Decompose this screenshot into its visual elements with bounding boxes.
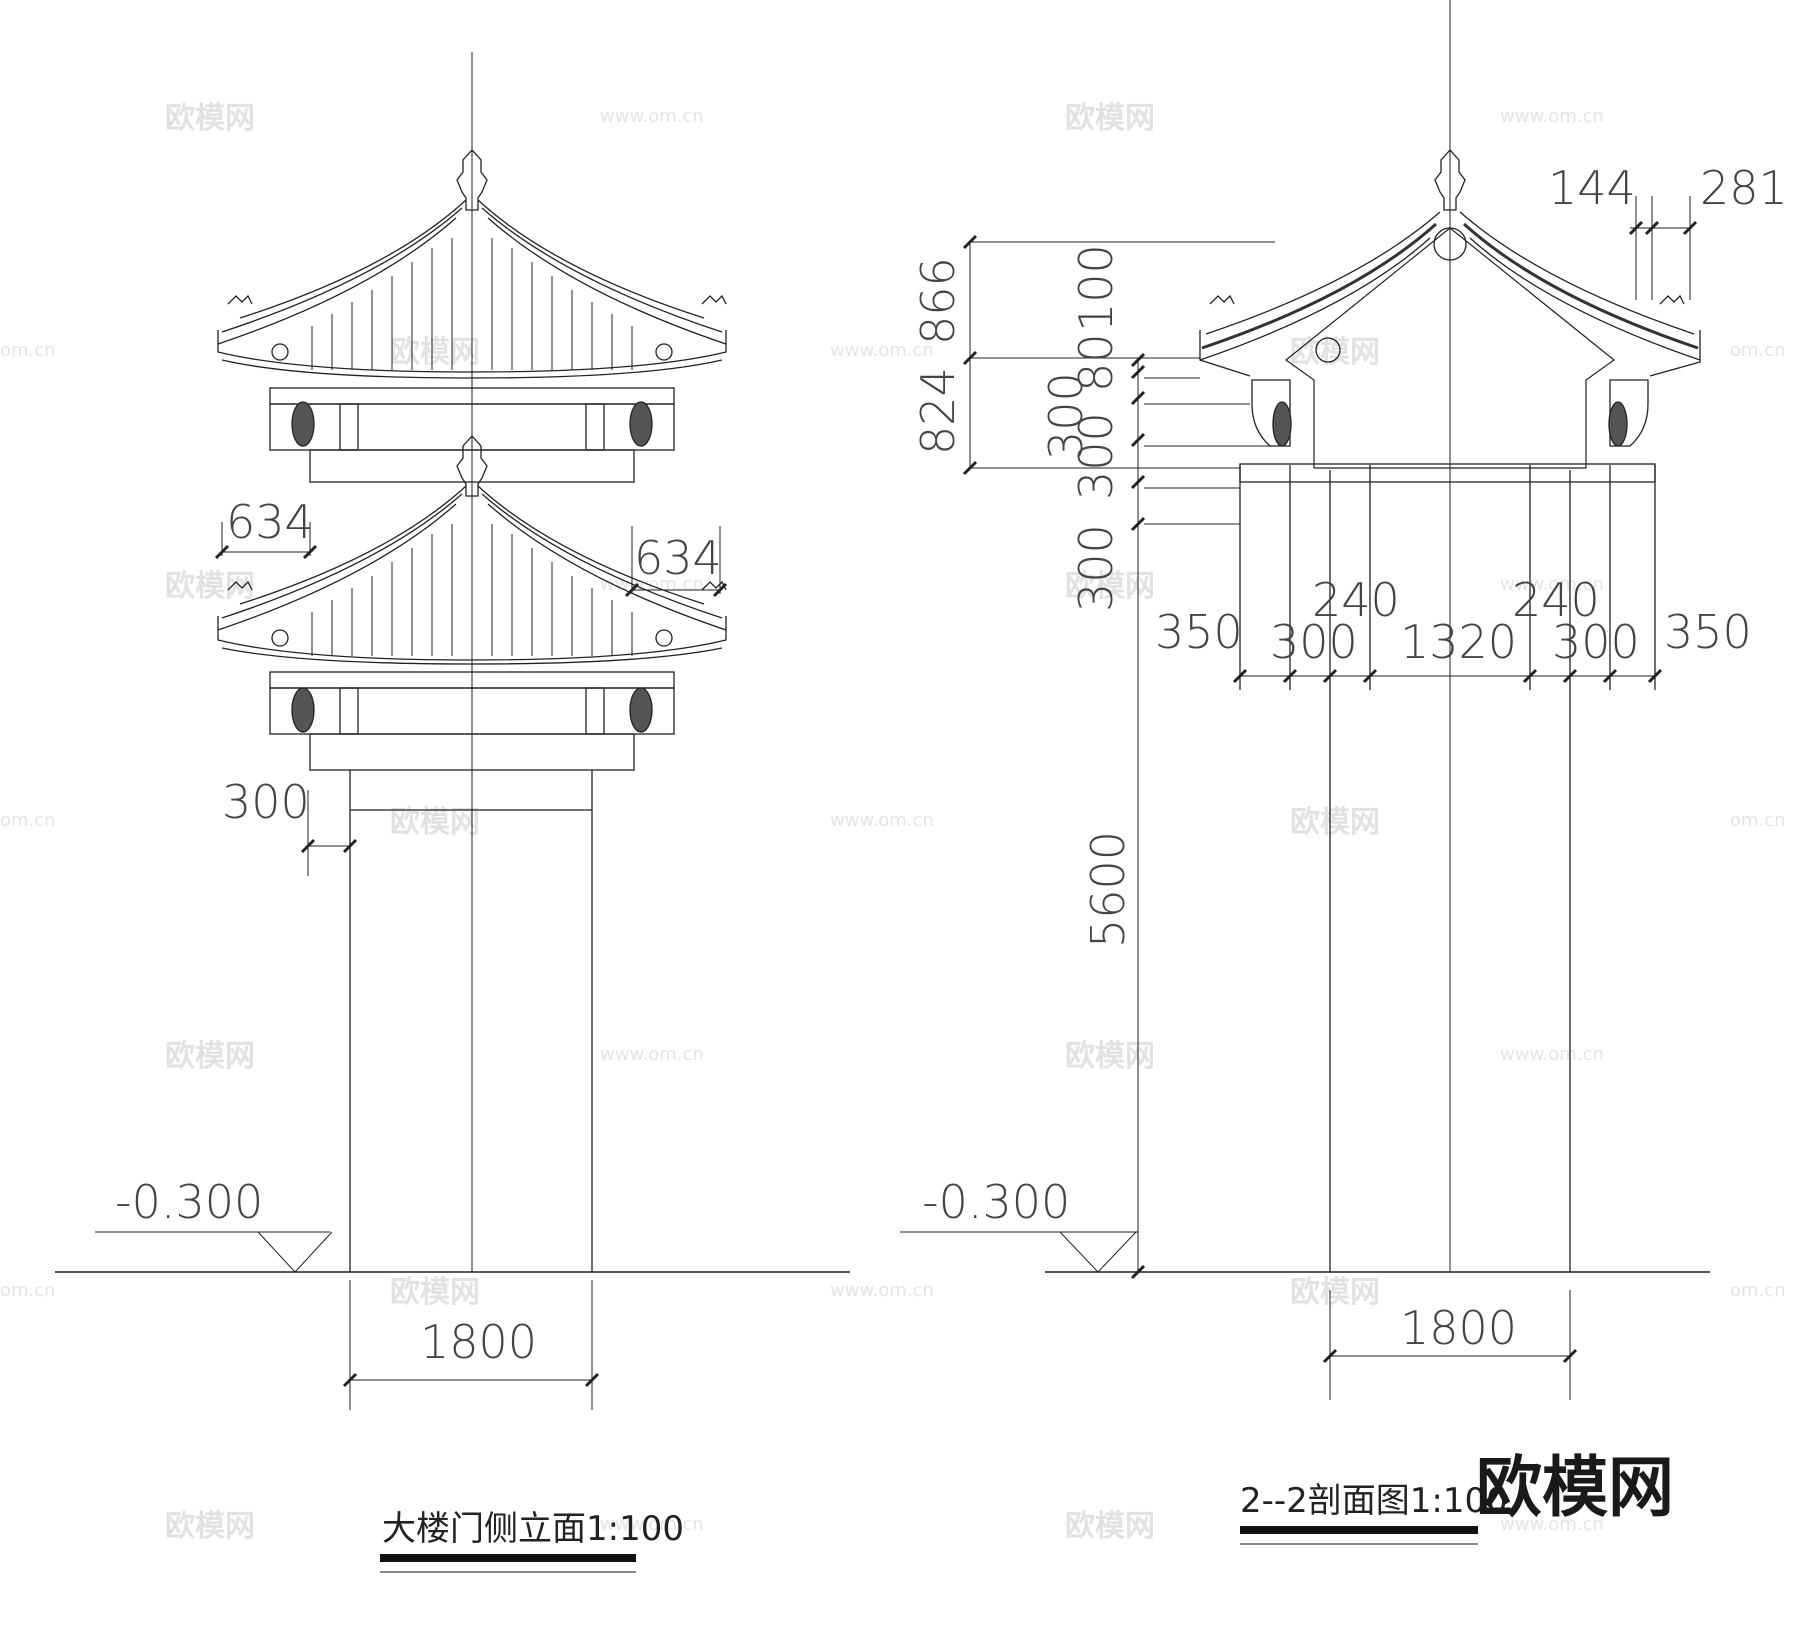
section-view	[900, 0, 1710, 1400]
watermark-url: www.om.cn	[830, 810, 934, 831]
elevation-title-block: 大楼门侧立面1:100	[380, 1509, 684, 1573]
lower-roof	[217, 435, 727, 665]
title-underline	[1240, 1526, 1478, 1534]
watermark-url: www.om.cn	[830, 1280, 934, 1301]
dim-300-a: 300	[1039, 372, 1093, 460]
watermark-brand: 欧模网	[165, 569, 255, 604]
dim-300-b: 300	[1069, 412, 1123, 500]
watermark-url: om.cn	[1730, 340, 1786, 361]
dim-1320: 1320	[1400, 615, 1517, 669]
watermark-brand: 欧模网	[1290, 1275, 1380, 1310]
watermark-url: om.cn	[1730, 1280, 1786, 1301]
dim-240-left: 240	[1312, 573, 1400, 627]
watermark-brand: 欧模网	[1065, 1509, 1155, 1544]
dim-width: 1800	[420, 1315, 537, 1369]
dim-300-right: 300	[1552, 615, 1640, 669]
watermark-brand: 欧模网	[165, 1039, 255, 1074]
watermark-url: www.om.cn	[830, 340, 934, 361]
dim-281: 281	[1700, 161, 1788, 215]
lower-bracket-band	[269, 671, 675, 811]
watermark-brand: 欧模网	[165, 101, 255, 136]
ridge-beast-icon	[1659, 294, 1685, 305]
watermark-brand: 欧模网	[1065, 1039, 1155, 1074]
level-mark: -0.300	[922, 1175, 1070, 1229]
dim-column: 300	[222, 775, 310, 829]
elevation-dim-labels: 634 634 300 1800 -0.300	[115, 495, 722, 1369]
dim-866: 866	[911, 257, 965, 345]
watermark-url: www.om.cn	[600, 1514, 704, 1535]
brand-logo: 欧模网	[1476, 1449, 1674, 1526]
dim-eave-left: 634	[226, 495, 314, 549]
dim-144: 144	[1548, 161, 1636, 215]
watermark-brand: 欧模网	[390, 335, 480, 370]
dim-824: 824	[911, 367, 965, 455]
watermark-url: www.om.cn	[1500, 574, 1604, 595]
section-dimensions	[900, 196, 1698, 1400]
watermark-brand: 欧模网	[390, 1275, 480, 1310]
elevation-dimensions	[95, 522, 728, 1410]
watermark-url: om.cn	[0, 340, 56, 361]
dim-100: 100	[1069, 244, 1123, 332]
dim-300-left: 300	[1270, 615, 1358, 669]
watermark-url: om.cn	[1730, 810, 1786, 831]
side-elevation	[55, 52, 850, 1410]
roof-finial	[1434, 149, 1466, 211]
section-brackets	[1239, 379, 1656, 483]
roof-finial	[456, 149, 488, 211]
upper-bracket-band	[269, 387, 675, 483]
watermark-brand: 欧模网	[1290, 805, 1380, 840]
watermark-url: www.om.cn	[1500, 1044, 1604, 1065]
dim-5600: 5600	[1081, 831, 1135, 948]
elevation-title: 大楼门侧立面1:100	[382, 1509, 684, 1549]
dim-width: 1800	[1400, 1301, 1517, 1355]
watermark-brand: 欧模网	[1065, 569, 1155, 604]
watermark-brand: 欧模网	[390, 805, 480, 840]
dim-eave-right: 634	[634, 531, 722, 585]
watermark-url: www.om.cn	[600, 106, 704, 127]
watermark-url: om.cn	[0, 1280, 56, 1301]
watermark-url: om.cn	[0, 810, 56, 831]
watermark-url: www.om.cn	[1500, 1514, 1604, 1535]
watermark-brand: 欧模网	[165, 1509, 255, 1544]
roof-tile-rows	[311, 522, 633, 656]
section-title: 2--2剖面图1:100	[1240, 1481, 1508, 1521]
title-underline	[380, 1554, 636, 1562]
upper-roof	[217, 149, 727, 379]
ridge-beast-icon	[227, 580, 253, 591]
ridge-beast-icon	[701, 294, 727, 305]
roof-finial	[456, 435, 488, 497]
section-roof	[1199, 149, 1701, 469]
dim-350-right: 350	[1664, 605, 1752, 659]
dim-240-right: 240	[1512, 573, 1600, 627]
watermark-url: www.om.cn	[1500, 106, 1604, 127]
roof-tile-rows	[311, 236, 633, 370]
ridge-beast-icon	[227, 294, 253, 305]
dim-80: 80	[1069, 333, 1123, 392]
watermark-brand: 欧模网	[1065, 101, 1155, 136]
dim-350-left: 350	[1155, 605, 1243, 659]
watermark-url: www.om.cn	[600, 1044, 704, 1065]
section-dim-labels: 144 281 866 824 100 80 300 300 300 5600 …	[911, 161, 1788, 1355]
level-mark: -0.300	[115, 1175, 263, 1229]
dim-300-c: 300	[1069, 524, 1123, 612]
section-title-block: 2--2剖面图1:100	[1240, 1481, 1508, 1545]
ridge-beast-icon	[1209, 294, 1235, 305]
